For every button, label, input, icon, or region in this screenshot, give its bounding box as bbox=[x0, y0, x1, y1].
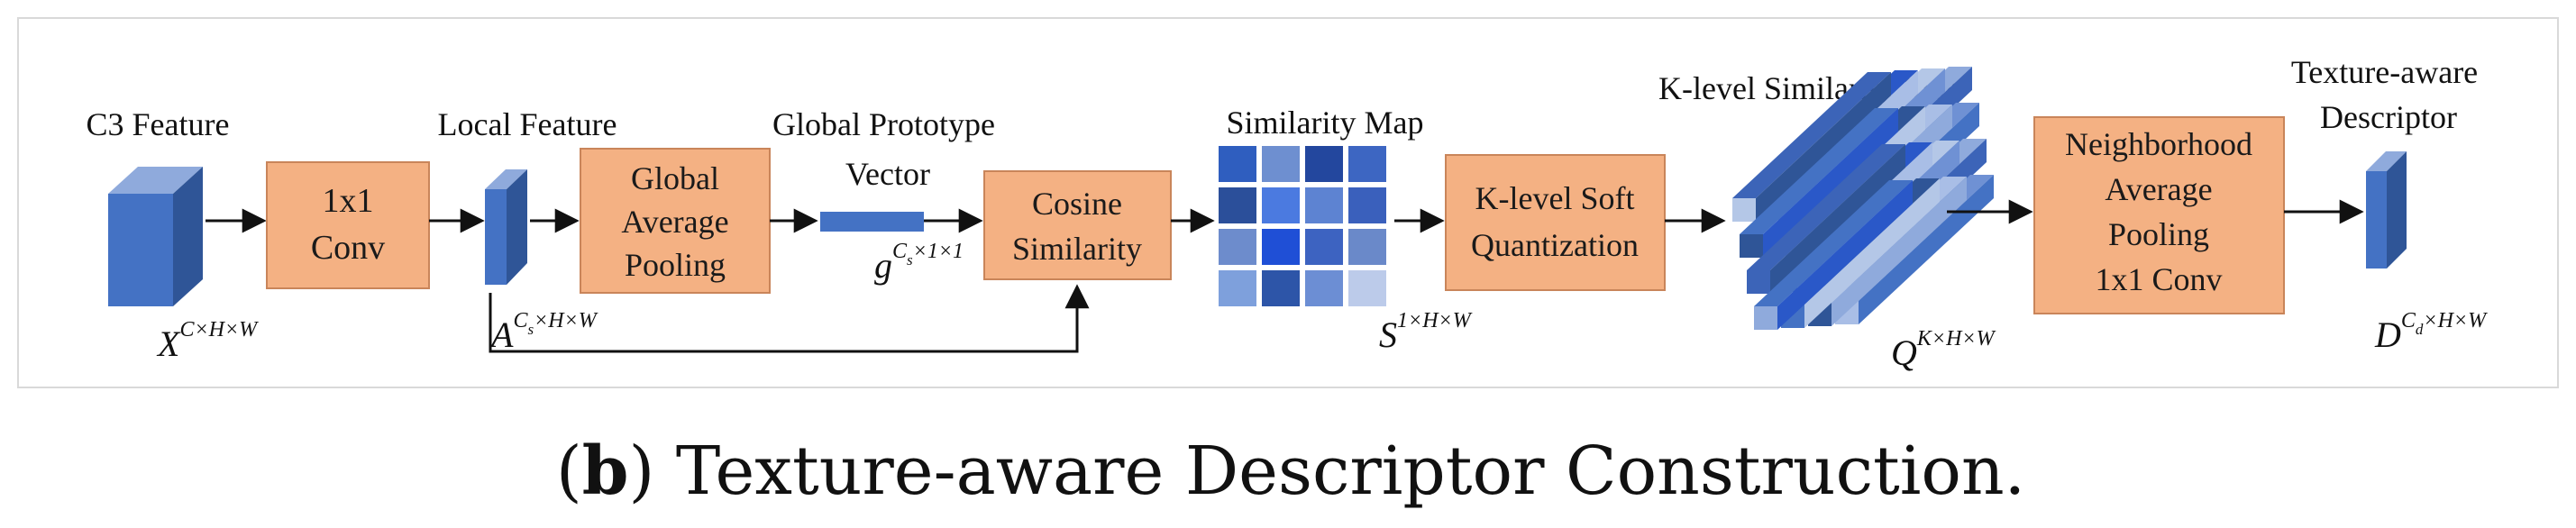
descriptor-line2: Descriptor bbox=[2320, 99, 2457, 135]
similarity-cell bbox=[1219, 187, 1256, 223]
cosine-box: Cosine Similarity bbox=[983, 170, 1172, 280]
svg-text:Average: Average bbox=[621, 204, 728, 240]
descriptor-line1: Texture-aware bbox=[2291, 54, 2478, 90]
similarity-map-label: Similarity Map bbox=[1227, 105, 1424, 141]
global-prototype-line2: Vector bbox=[845, 156, 930, 192]
caption-text: Texture-aware Descriptor Construction. bbox=[676, 432, 2025, 510]
similarity-cell bbox=[1348, 187, 1386, 223]
svg-text:K-level Soft: K-level Soft bbox=[1475, 180, 1635, 216]
similarity-cell bbox=[1305, 187, 1343, 223]
klevel-similarity-stack bbox=[1732, 67, 1994, 330]
klevel-bar-side bbox=[1804, 178, 1940, 328]
local-feature-label: Local Feature bbox=[438, 106, 617, 142]
klevel-bar-top bbox=[1740, 108, 1898, 234]
klevel-bar-top bbox=[1747, 144, 1905, 270]
similarity-cell bbox=[1348, 229, 1386, 265]
svg-text:Conv: Conv bbox=[311, 229, 385, 267]
svg-text:1x1 Conv: 1x1 Conv bbox=[2095, 261, 2222, 297]
similarity-cell bbox=[1305, 270, 1343, 306]
similarity-map-grid bbox=[1219, 146, 1386, 306]
svg-text:Quantization: Quantization bbox=[1471, 227, 1639, 263]
klevel-bar-side bbox=[1770, 144, 1905, 294]
descriptor-label: Texture-aware Descriptor bbox=[2291, 54, 2486, 135]
svg-text:1x1: 1x1 bbox=[323, 182, 374, 220]
klevel-bar-side bbox=[1777, 180, 1913, 330]
similarity-cell bbox=[1305, 229, 1343, 265]
nap-box: Neighborhood Average Pooling 1x1 Conv bbox=[2033, 116, 2285, 314]
similarity-cell bbox=[1305, 146, 1343, 182]
svg-text:Pooling: Pooling bbox=[625, 247, 726, 283]
c3-feature-cube bbox=[108, 167, 203, 306]
klevel-bar-front bbox=[1740, 234, 1763, 258]
a-math-label: ACs×H×W bbox=[489, 309, 598, 355]
svg-text:Global: Global bbox=[631, 160, 719, 196]
klevel-bar-top bbox=[1754, 180, 1913, 306]
klevel-bar-front bbox=[1747, 270, 1770, 294]
c3-feature-label: C3 Feature bbox=[87, 106, 230, 142]
klevel-bar-side bbox=[1763, 108, 1898, 258]
global-prototype-label: Global Prototype Vector bbox=[772, 106, 1003, 192]
figure-caption: (b) Texture-aware Descriptor Constructio… bbox=[556, 432, 2025, 510]
arrow-skip-local-to-cosine bbox=[489, 284, 1090, 353]
klevel-bar-top bbox=[1732, 72, 1891, 198]
klevel-bar-side bbox=[1756, 72, 1891, 222]
svg-text:Cosine: Cosine bbox=[1032, 186, 1122, 222]
global-prototype-line1: Global Prototype bbox=[772, 106, 995, 142]
prototype-vector bbox=[820, 212, 924, 232]
similarity-cell bbox=[1348, 270, 1386, 306]
local-feature-slab bbox=[485, 169, 527, 285]
svg-text:Similarity: Similarity bbox=[1012, 231, 1142, 267]
svg-text:Average: Average bbox=[2105, 171, 2212, 207]
similarity-cell bbox=[1219, 146, 1256, 182]
klevel-bar-front bbox=[1754, 306, 1777, 330]
klevel-bar-side bbox=[1832, 177, 1967, 326]
similarity-cell bbox=[1262, 270, 1300, 306]
svg-text:Neighborhood: Neighborhood bbox=[2065, 126, 2252, 162]
klevel-bar-front bbox=[1732, 198, 1756, 222]
similarity-cell bbox=[1348, 146, 1386, 182]
conv-box: 1x1 Conv bbox=[266, 161, 430, 289]
klevel-box: K-level Soft Quantization bbox=[1445, 154, 1666, 291]
similarity-cell bbox=[1262, 146, 1300, 182]
gap-box: Global Average Pooling bbox=[580, 148, 771, 294]
similarity-cell bbox=[1262, 229, 1300, 265]
svg-text:Pooling: Pooling bbox=[2108, 216, 2209, 252]
similarity-cell bbox=[1219, 270, 1256, 306]
similarity-cell bbox=[1262, 187, 1300, 223]
similarity-cell bbox=[1219, 229, 1256, 265]
descriptor-slab bbox=[2366, 151, 2407, 269]
caption-bold: b bbox=[582, 432, 629, 510]
